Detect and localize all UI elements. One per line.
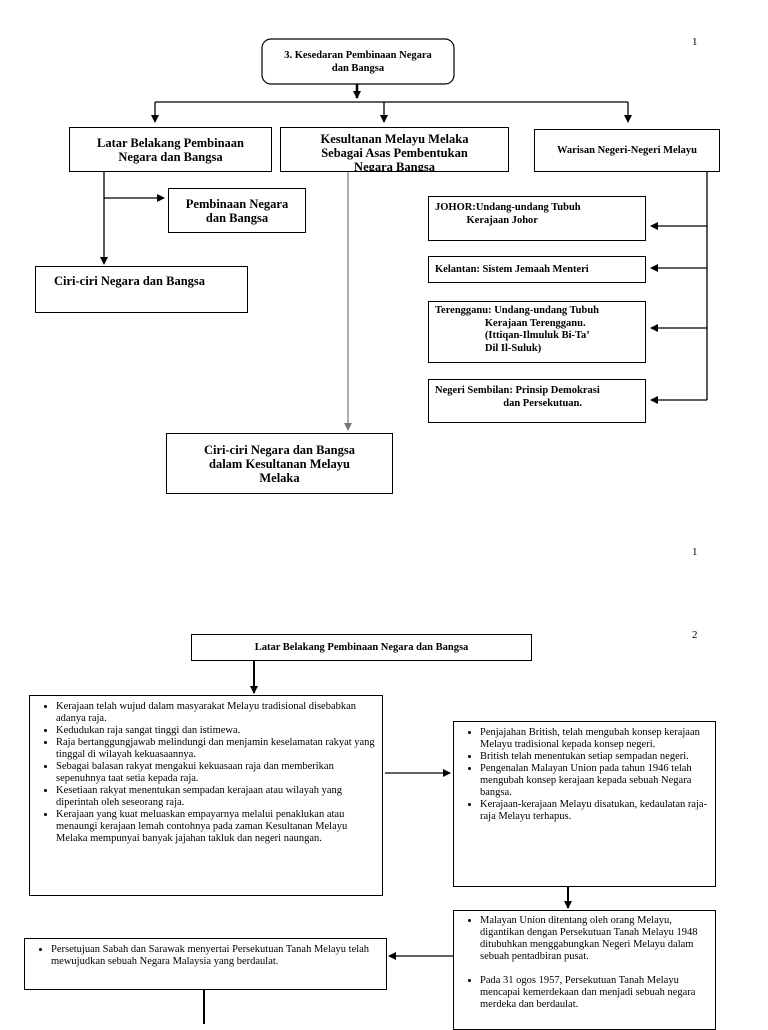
- node-line: Kerajaan Terengganu.: [435, 317, 586, 329]
- list-item: Kesetiaan rakyat menentukan sempadan ker…: [56, 785, 376, 809]
- node-line: Kerajaan Johor: [435, 215, 538, 226]
- node-line: dalam Kesultanan Melayu: [209, 456, 350, 471]
- node-line: Pembinaan Negara: [185, 196, 289, 211]
- branch-kesultanan-melaka: Kesultanan Melayu Melaka Sebagai Asas Pe…: [280, 127, 509, 172]
- page-number: 1: [692, 36, 698, 48]
- bullet-list: Penjajahan British, telah mengubah konse…: [458, 727, 709, 823]
- branch-line: Sebagai Asas Pembentukan: [321, 146, 468, 160]
- bullet-list: Malayan Union ditentang oleh orang Melay…: [458, 915, 709, 1011]
- node-line: Negeri Sembilan: Prinsip Demokrasi: [435, 385, 600, 396]
- node-line: dan Persekutuan.: [435, 398, 583, 409]
- branch-latar-belakang: Latar Belakang Pembinaan Negara dan Bang…: [69, 127, 272, 172]
- box-malayan-union: Malayan Union ditentang oleh orang Melay…: [453, 910, 716, 1030]
- branch-warisan-negeri: Warisan Negeri-Negeri Melayu: [534, 129, 720, 172]
- node-line: Terengganu: Undang-undang Tubuh: [435, 305, 600, 316]
- node-line: JOHOR:Undang-undang Tubuh: [435, 202, 581, 213]
- list-item: Pada 31 ogos 1957, Persekutuan Tanah Mel…: [480, 975, 709, 1011]
- box-sabah-sarawak: Persetujuan Sabah dan Sarawak menyertai …: [24, 938, 387, 990]
- node-ciri-ciri-melaka: Ciri-ciri Negara dan Bangsa dalam Kesult…: [166, 433, 393, 494]
- node-johor: JOHOR:Undang-undang Tubuh Kerajaan Johor: [428, 196, 646, 241]
- list-item: Sebagai balasan rakyat mengakui kekuasaa…: [56, 761, 376, 785]
- node-line: dan Bangsa: [205, 210, 269, 225]
- branch-line: Kesultanan Melayu Melaka: [320, 132, 469, 146]
- node-line: Melaka: [259, 470, 300, 485]
- list-item: Malayan Union ditentang oleh orang Melay…: [480, 915, 709, 963]
- list-item: Penjajahan British, telah mengubah konse…: [480, 727, 709, 751]
- branch-line: Negara dan Bangsa: [118, 149, 223, 164]
- node-negeri-sembilan: Negeri Sembilan: Prinsip Demokrasi dan P…: [428, 379, 646, 423]
- node-line: Ciri-ciri Negara dan Bangsa: [54, 274, 206, 288]
- bullet-list: Persetujuan Sabah dan Sarawak menyertai …: [29, 944, 380, 968]
- list-item: Raja bertanggungjawab melindungi dan men…: [56, 737, 376, 761]
- list-item: Pengenalan Malayan Union pada tahun 1946…: [480, 763, 709, 799]
- branch-line: Latar Belakang Pembinaan: [96, 135, 244, 150]
- branch-line: Warisan Negeri-Negeri Melayu: [557, 144, 697, 156]
- list-item: Persetujuan Sabah dan Sarawak menyertai …: [51, 944, 380, 968]
- list-item: Kedudukan raja sangat tinggi dan istimew…: [56, 725, 376, 737]
- box-penjajahan-british: Penjajahan British, telah mengubah konse…: [453, 721, 716, 887]
- diagram2-title: Latar Belakang Pembinaan Negara dan Bang…: [254, 641, 469, 653]
- node-line: Kelantan: Sistem Jemaah Menteri: [435, 264, 589, 275]
- bullet-list: Kerajaan telah wujud dalam masyarakat Me…: [34, 701, 376, 845]
- node-line: Ciri-ciri Negara dan Bangsa: [203, 442, 356, 457]
- root-node-line: dan Bangsa: [331, 62, 385, 74]
- node-pembinaan-negara: Pembinaan Negara dan Bangsa: [168, 188, 306, 233]
- node-ciri-ciri: Ciri-ciri Negara dan Bangsa: [35, 266, 248, 313]
- page-number: 2: [692, 629, 698, 641]
- root-box-shape: [261, 38, 455, 85]
- branch-line: Negara Bangsa: [354, 160, 435, 172]
- node-line: Dil Il-Suluk): [435, 342, 542, 354]
- page-number: 1: [692, 546, 698, 558]
- root-node-line: 3. Kesedaran Pembinaan Negara: [284, 49, 432, 61]
- list-item: Kerajaan yang kuat meluaskan empayarnya …: [56, 809, 376, 845]
- node-terengganu: Terengganu: Undang-undang Tubuh Kerajaan…: [428, 301, 646, 363]
- node-kelantan: Kelantan: Sistem Jemaah Menteri: [428, 256, 646, 283]
- list-item: Kerajaan-kerajaan Melayu disatukan, keda…: [480, 799, 709, 823]
- diagram2-title-box: Latar Belakang Pembinaan Negara dan Bang…: [191, 634, 532, 661]
- box-kerajaan-tradisional: Kerajaan telah wujud dalam masyarakat Me…: [29, 695, 383, 896]
- node-line: (Ittiqan-Ilmuluk Bi-Ta’: [435, 330, 590, 341]
- root-node: 3. Kesedaran Pembinaan Negara dan Bangsa: [262, 39, 454, 84]
- list-item: Kerajaan telah wujud dalam masyarakat Me…: [56, 701, 376, 725]
- list-item: British telah menentukan setiap sempadan…: [480, 751, 709, 763]
